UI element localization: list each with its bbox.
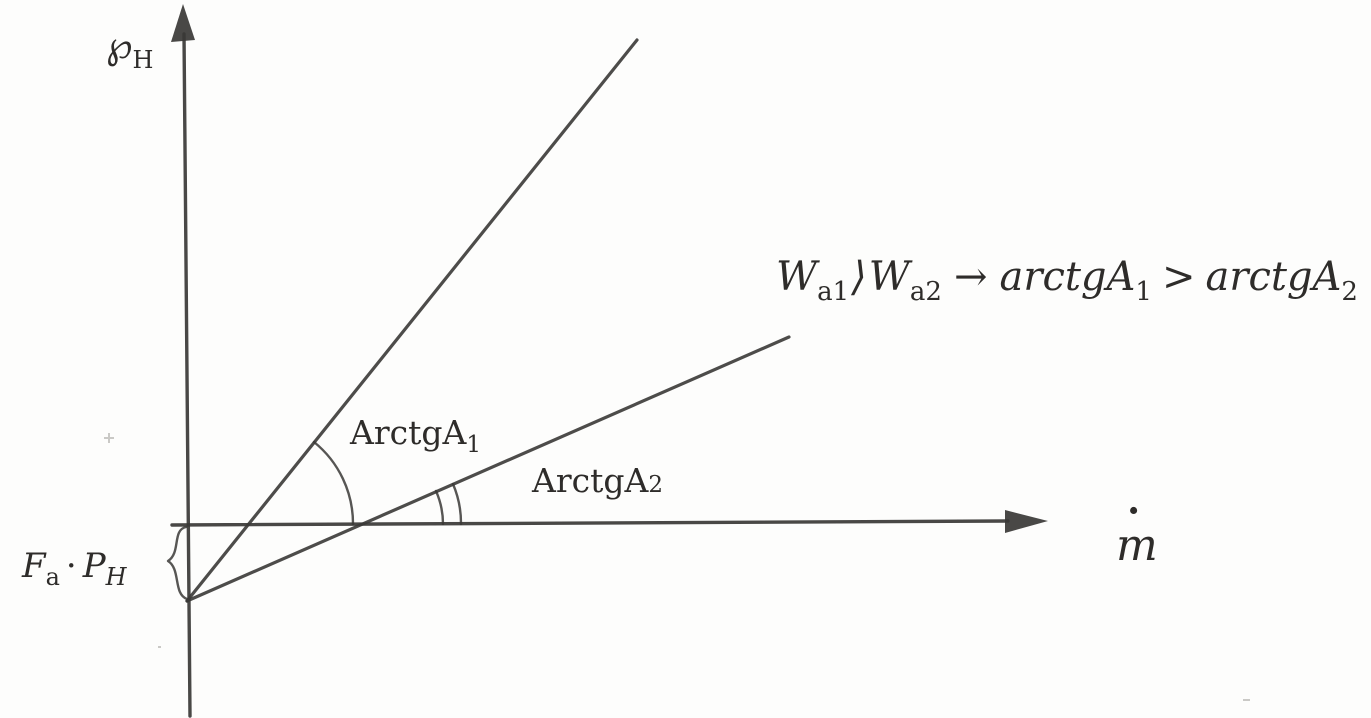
- angle-arc-2-inner: [434, 489, 445, 526]
- annotation-w2: W: [869, 254, 913, 300]
- annotation-w1-sub: a1: [817, 277, 849, 307]
- annotation-formula: Wa1⟩Wa2→arctgA1>arctgA2: [776, 254, 1358, 307]
- annotation-w2-sub: a2: [910, 277, 942, 307]
- line-slope-a1: [185, 38, 639, 603]
- angle1-text: ArctgA: [349, 413, 467, 452]
- angle2-text: ArctgA: [531, 461, 649, 500]
- y-axis-symbol: ℘: [106, 23, 133, 67]
- annotation-relation2: >: [1162, 254, 1196, 300]
- x-axis-overdot: ·: [1127, 488, 1140, 533]
- annotation-arctg2: arctgA: [1205, 254, 1341, 300]
- y-axis-subscript: H: [133, 46, 154, 74]
- angle2-subscript: 2: [648, 472, 663, 498]
- angle-arc-1: [312, 440, 355, 526]
- annotation-relation1: ⟩: [850, 254, 867, 300]
- intercept-brace: [166, 525, 189, 601]
- intercept-term2-sub: H: [105, 563, 128, 591]
- x-axis-arrowhead-icon: [1005, 510, 1048, 533]
- angle-arc-2-outer: [451, 482, 463, 526]
- intercept-operator: ·: [66, 546, 77, 586]
- x-axis-symbol: m: [1116, 520, 1158, 571]
- y-axis: [182, 32, 192, 718]
- y-axis-arrowhead-icon: [171, 4, 195, 42]
- annotation-w1: W: [776, 254, 820, 300]
- intercept-term1: F: [21, 546, 47, 586]
- line-slope-a2: [185, 335, 791, 603]
- annotation-arctg1: arctgA: [999, 254, 1135, 300]
- angle1-subscript: 1: [466, 432, 481, 458]
- intercept-term2: P: [82, 546, 107, 586]
- overdot-glyph: ·: [1127, 488, 1140, 533]
- annotation-arctg1-sub: 1: [1135, 277, 1152, 307]
- intercept-label: Fa·PH: [21, 546, 128, 591]
- y-axis-label: ℘H: [106, 23, 153, 74]
- x-axis: [170, 519, 1010, 527]
- angle1-label: ArctgA1: [349, 413, 481, 458]
- scan-speck: [104, 433, 114, 443]
- annotation-arctg2-sub: 2: [1341, 277, 1358, 307]
- annotation-arrow-icon: →: [954, 254, 988, 300]
- x-axis-label: m: [1116, 520, 1158, 571]
- angle2-label: ArctgA2: [531, 461, 663, 500]
- intercept-term1-sub: a: [46, 563, 60, 591]
